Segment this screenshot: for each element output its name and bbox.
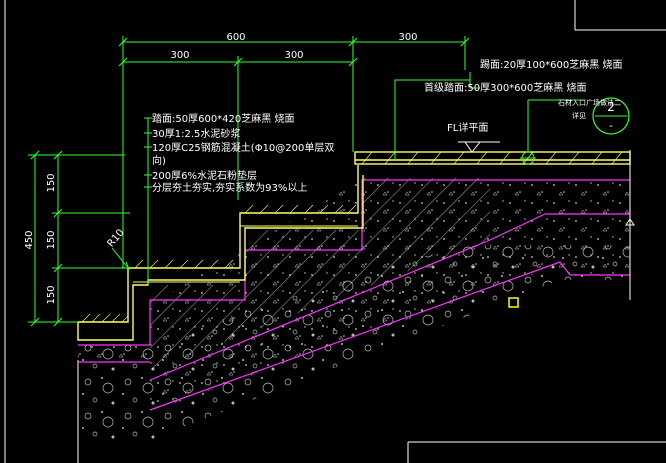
stone-hatch [81, 151, 623, 323]
reference-top: 2 [607, 100, 615, 114]
fl-label: FL详平面 [447, 121, 488, 134]
note-first-tread: 首级踏面:50厚300*600芝麻黑 烧面 [424, 81, 586, 94]
fl-marker [458, 141, 500, 153]
frame-lines [4, 0, 666, 463]
reference-text-2: 详见 [572, 111, 586, 120]
dim-left-riser-3: 150 [46, 285, 57, 304]
reference-text: 石材入口广场做法二 [558, 98, 621, 107]
dim-top-left: 300 [170, 50, 189, 61]
dim-top-total: 600 [226, 32, 245, 43]
note-cushion: 200厚6%水泥石粉垫层 [152, 169, 257, 182]
dim-left-total: 450 [24, 230, 35, 249]
dimension-lines [28, 36, 585, 327]
dim-top-right: 300 [398, 32, 417, 43]
dim-top-mid: 300 [284, 50, 303, 61]
note-tread: 踏面:50厚600*420芝麻黑 烧面 [152, 112, 294, 125]
dim-left-riser-1: 150 [46, 173, 57, 192]
selection-marker [508, 297, 519, 308]
note-mortar: 30厚1:2.5水泥砂浆 [152, 127, 240, 140]
reference-bottom: - [609, 119, 613, 132]
note-concrete: 120厚C25钢筋混凝土(Φ10@200单层双 [152, 141, 334, 154]
gravel-layer [77, 245, 630, 463]
note-riser: 踢面:20厚100*600芝麻黑 烧面 [480, 58, 622, 71]
note-soil: 分层夯土夯实,夯实系数为93%以上 [152, 181, 307, 194]
concrete-hatch [150, 178, 490, 370]
dim-left-riser-2: 150 [46, 230, 57, 249]
right-edge [625, 150, 635, 300]
reference-bubble: 2 - [592, 97, 630, 135]
note-concrete-cont: 向) [152, 154, 166, 167]
